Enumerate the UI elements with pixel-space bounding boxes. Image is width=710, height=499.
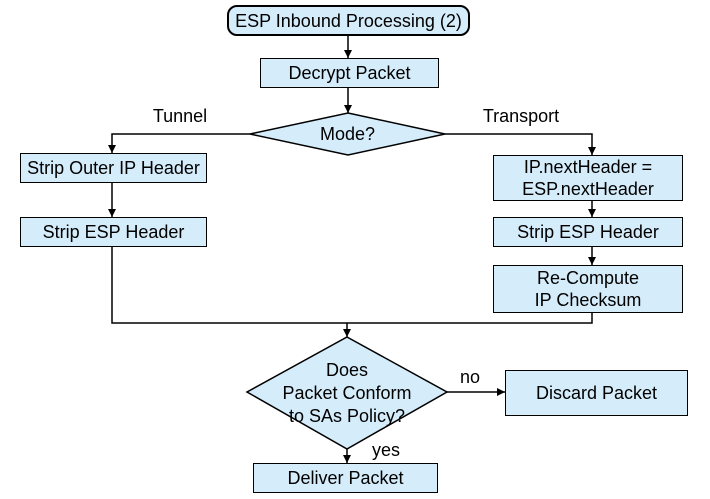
- policy-line2: Packet Conform: [282, 382, 412, 403]
- edge-label-transport: Transport: [482, 106, 560, 126]
- mode-decision-label: Mode?: [250, 113, 445, 155]
- edge-label-tunnel: Tunnel: [152, 106, 208, 126]
- policy-decision-label: Does Packet Conform to SAs Policy?: [247, 337, 447, 449]
- decrypt-packet-label: Decrypt Packet: [288, 63, 411, 83]
- strip-esp-header-tunnel-label: Strip ESP Header: [42, 222, 185, 242]
- decrypt-packet-box: Decrypt Packet: [260, 58, 439, 88]
- start-node: ESP Inbound Processing (2): [227, 5, 470, 36]
- strip-esp-header-transport-label: Strip ESP Header: [517, 222, 659, 242]
- connector-mode-transport-branch: [445, 133, 596, 155]
- recompute-line1: Re-Compute: [536, 268, 640, 288]
- strip-esp-header-transport-box: Strip ESP Header: [493, 217, 683, 247]
- mode-question-text: Mode?: [319, 123, 376, 144]
- edge-label-yes: yes: [371, 440, 400, 460]
- set-next-header-line1: IP.nextHeader =: [523, 157, 653, 177]
- mode-decision-diamond: [249, 112, 446, 156]
- recompute-ip-checksum-box: Re-Compute IP Checksum: [493, 265, 683, 313]
- policy-line1: Does: [325, 359, 369, 380]
- policy-line3: to SAs Policy?: [288, 405, 406, 426]
- strip-outer-ip-header-label: Strip Outer IP Header: [27, 158, 200, 178]
- connector-mode-tunnel-branch: [108, 133, 250, 153]
- connector-merge-line: [111, 247, 593, 324]
- set-next-header-line2: ESP.nextHeader: [522, 179, 654, 199]
- policy-decision-diamond: [245, 336, 449, 450]
- set-next-header-box: IP.nextHeader = ESP.nextHeader: [493, 155, 683, 201]
- recompute-line2: IP Checksum: [534, 290, 642, 310]
- deliver-packet-box: Deliver Packet: [253, 463, 438, 493]
- discard-packet-label: Discard Packet: [535, 383, 658, 403]
- deliver-packet-label: Deliver Packet: [287, 468, 404, 488]
- discard-packet-box: Discard Packet: [505, 370, 688, 416]
- edge-label-no: no: [459, 367, 481, 387]
- start-node-label: ESP Inbound Processing (2): [235, 10, 462, 31]
- strip-esp-header-tunnel-box: Strip ESP Header: [20, 217, 207, 247]
- strip-outer-ip-header-box: Strip Outer IP Header: [20, 153, 207, 183]
